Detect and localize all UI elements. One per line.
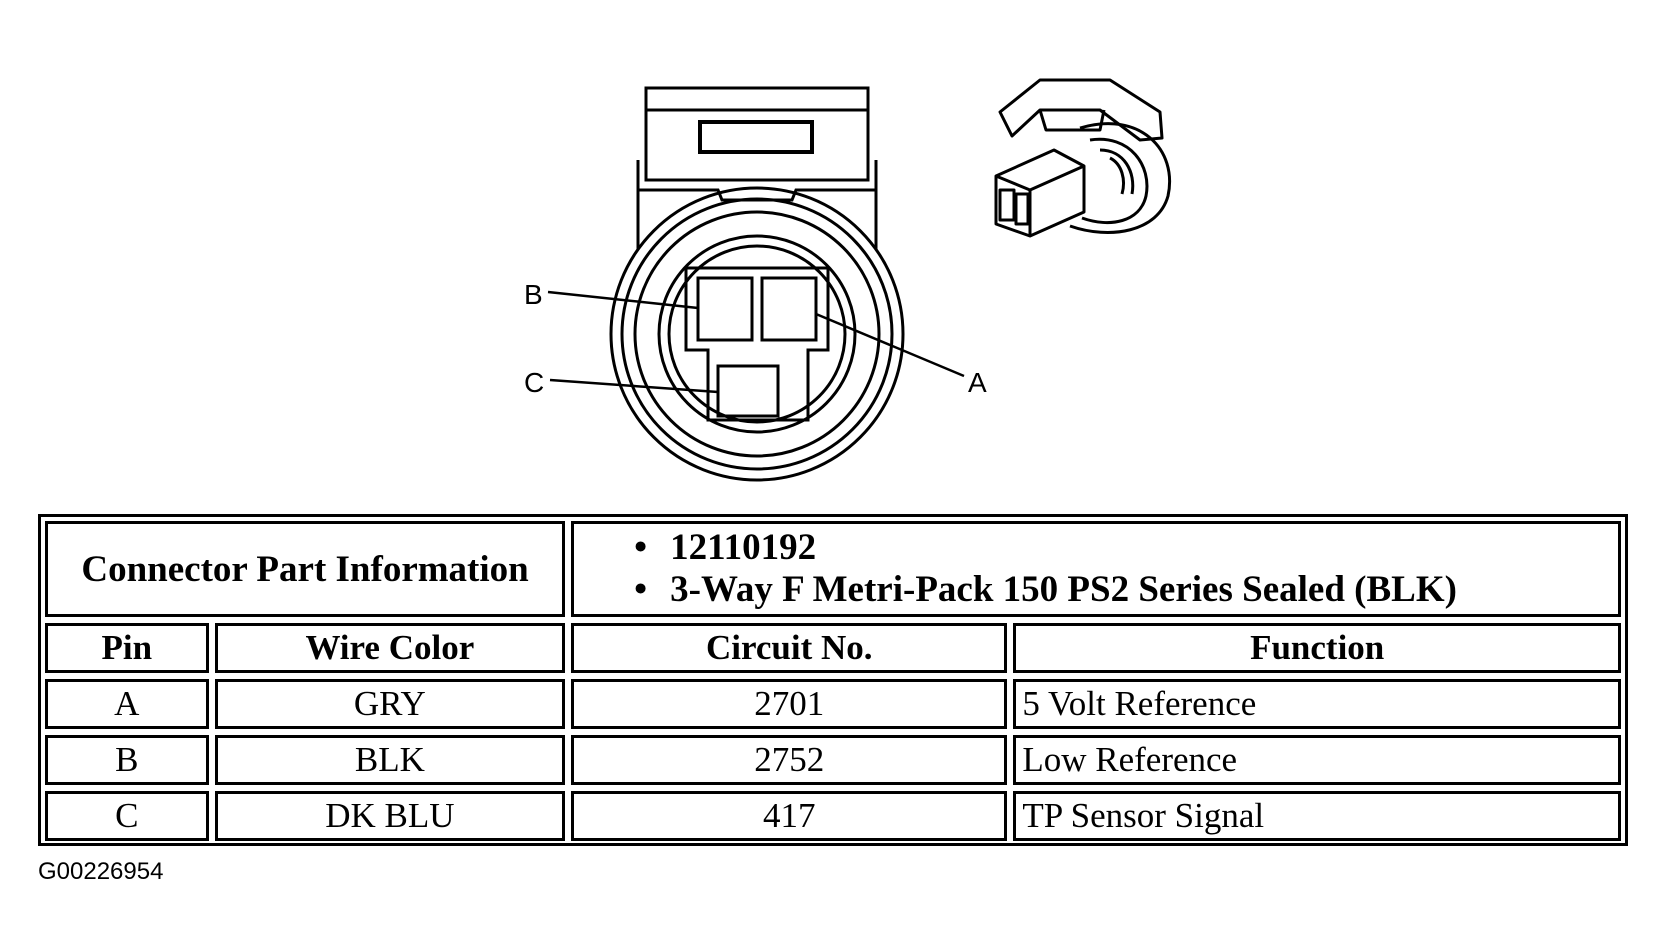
table-row: A GRY 2701 5 Volt Reference bbox=[45, 679, 1621, 729]
connector-perspective-view bbox=[994, 78, 1171, 238]
outer-ring bbox=[609, 186, 905, 482]
pin-label-a: A bbox=[968, 367, 987, 398]
part-number: 12110192 bbox=[634, 527, 1618, 569]
connector-info-table: Connector Part Information 12110192 3-Wa… bbox=[38, 514, 1628, 846]
cell-circuit: 2752 bbox=[571, 735, 1008, 785]
cell-function: 5 Volt Reference bbox=[1013, 679, 1621, 729]
leader-c bbox=[549, 378, 719, 394]
terminal-b bbox=[696, 276, 754, 342]
connector-part-info-values: 12110192 3-Way F Metri-Pack 150 PS2 Seri… bbox=[571, 521, 1621, 617]
cell-wire-color: GRY bbox=[214, 679, 566, 729]
terminal-a bbox=[760, 276, 818, 342]
table-row: C DK BLU 417 TP Sensor Signal bbox=[45, 791, 1621, 841]
figure-id: G00226954 bbox=[38, 858, 164, 885]
col-header-pin: Pin bbox=[45, 623, 209, 673]
part-description: 3-Way F Metri-Pack 150 PS2 Series Sealed… bbox=[634, 569, 1618, 611]
connector-diagram: B C A bbox=[524, 78, 1171, 482]
cell-pin: A bbox=[45, 679, 209, 729]
pin-label-c: C bbox=[524, 367, 544, 398]
locking-tab bbox=[644, 86, 870, 182]
leader-a bbox=[815, 312, 965, 378]
cell-pin: B bbox=[45, 735, 209, 785]
cell-circuit: 417 bbox=[571, 791, 1008, 841]
cell-pin: C bbox=[45, 791, 209, 841]
col-header-circuit: Circuit No. bbox=[571, 623, 1008, 673]
cell-circuit: 2701 bbox=[571, 679, 1008, 729]
cell-wire-color: BLK bbox=[214, 735, 566, 785]
leader-b bbox=[547, 290, 699, 310]
terminal-c bbox=[716, 364, 780, 418]
col-header-wire-color: Wire Color bbox=[214, 623, 566, 673]
connector-part-info-title: Connector Part Information bbox=[45, 521, 566, 617]
cell-function: TP Sensor Signal bbox=[1013, 791, 1621, 841]
cell-wire-color: DK BLU bbox=[214, 791, 566, 841]
col-header-function: Function bbox=[1013, 623, 1621, 673]
connector-face-view bbox=[609, 86, 905, 482]
pin-label-b: B bbox=[524, 279, 543, 310]
cell-function: Low Reference bbox=[1013, 735, 1621, 785]
table-row: B BLK 2752 Low Reference bbox=[45, 735, 1621, 785]
